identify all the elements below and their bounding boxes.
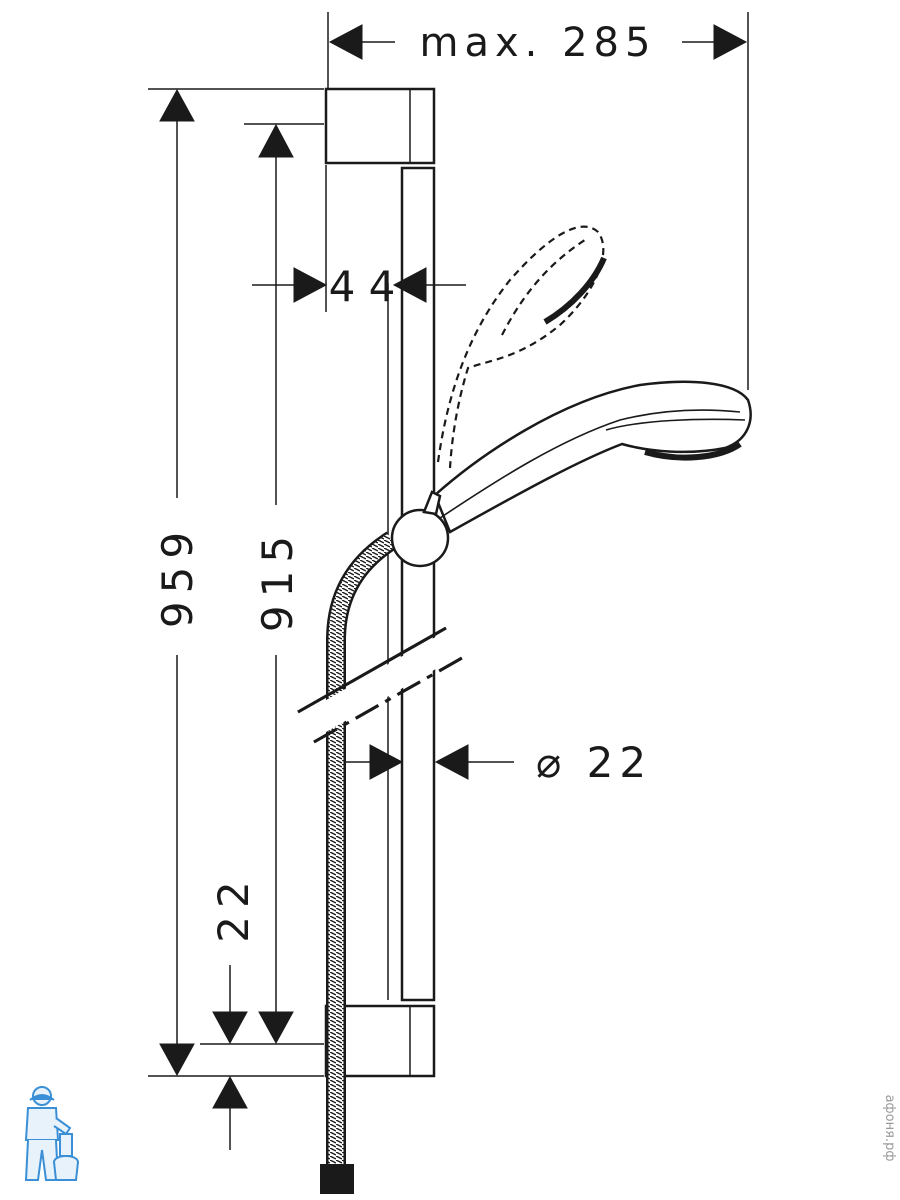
dimension-bottom-offset: 22 xyxy=(200,873,258,1150)
hand-shower-body xyxy=(433,380,752,534)
rail-bar xyxy=(400,166,436,1002)
watermark-text: афоня.рф xyxy=(882,1095,897,1162)
break-lines xyxy=(297,626,463,744)
max-width-label: max. 285 xyxy=(420,20,657,66)
dimension-rail-diameter: ⌀ 22 xyxy=(346,738,652,787)
hose-nut xyxy=(320,1164,354,1194)
dimension-bar-height: 915 xyxy=(244,123,324,1045)
rail-diameter-label: ⌀ 22 xyxy=(536,738,652,787)
bar-height-label: 915 xyxy=(253,528,302,632)
shower-holder xyxy=(390,508,450,568)
bracket-depth-label: 4 4 xyxy=(329,262,396,311)
plumber-mascot-icon xyxy=(24,1086,79,1181)
hand-shower xyxy=(390,380,752,568)
total-height-label: 959 xyxy=(153,524,202,628)
hand-shower-spray-face xyxy=(644,441,742,461)
dimension-total-height: 959 xyxy=(148,88,324,1077)
hand-shower-alt-position xyxy=(436,225,607,469)
top-wall-bracket xyxy=(324,87,436,165)
dimension-max-width: max. 285 xyxy=(327,12,749,390)
shower-hose xyxy=(320,531,398,1194)
dimension-bracket-depth: 4 4 xyxy=(252,165,466,312)
bottom-offset-label: 22 xyxy=(209,873,258,942)
